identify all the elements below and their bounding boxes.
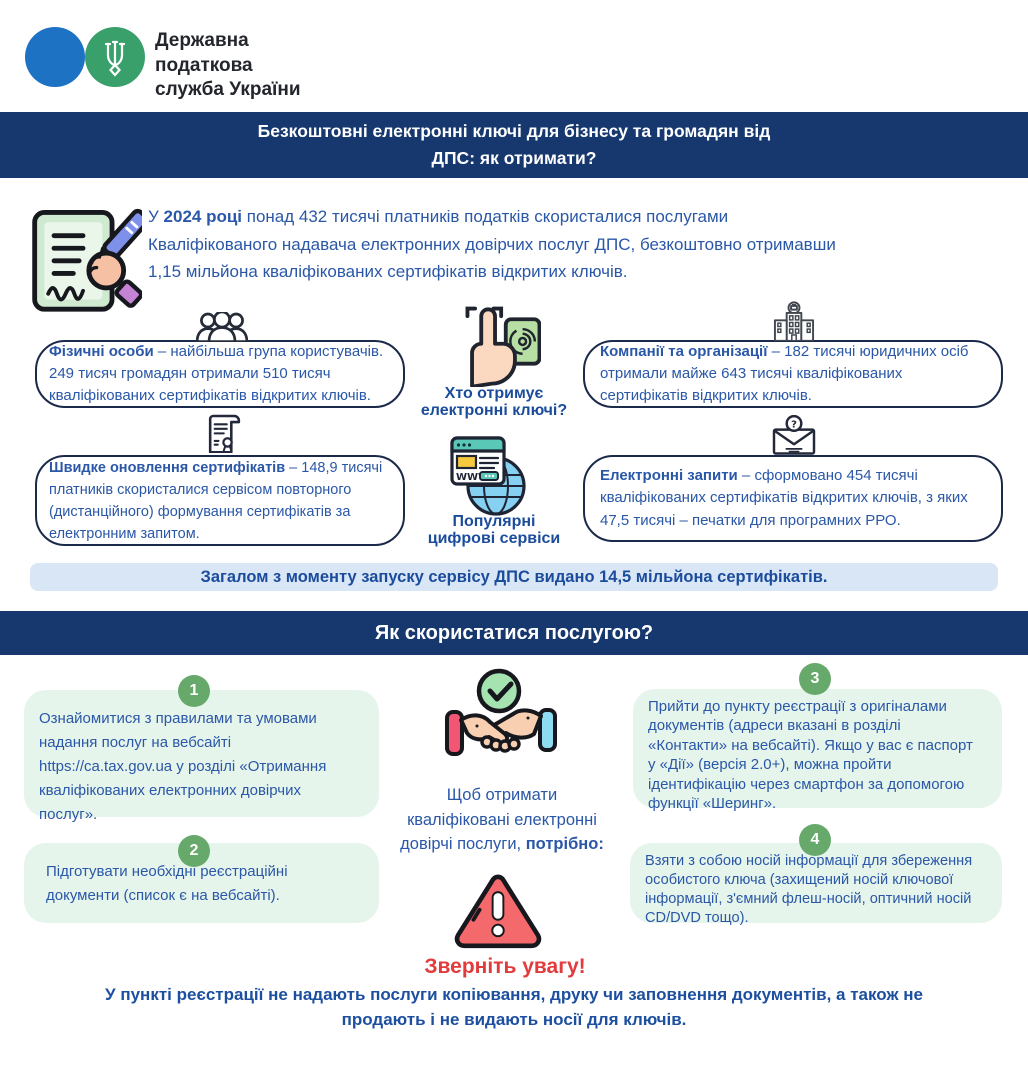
requests-rest: – сформовано 454 тисячі кваліфікованих с…	[600, 467, 968, 529]
handshake-icon	[445, 668, 557, 756]
requests-text: Електронні запити – сформовано 454 тисяч…	[597, 465, 968, 532]
signing-document-icon	[32, 208, 142, 312]
step-3-box: Прийти до пункту реєстрації з оригіналам…	[633, 689, 1002, 813]
fingerprint-touch-icon	[465, 306, 541, 387]
step-2-text: Підготувати необхідні реєстраційні докум…	[46, 863, 288, 904]
how-to-banner: Як скористатися послугою?	[0, 611, 1028, 655]
requests-lead: Електронні запити	[600, 467, 738, 485]
individuals-text: Фізичні особи – найбільша група користув…	[49, 341, 383, 408]
step-3-text: Прийти до пункту реєстрації з оригіналам…	[648, 698, 973, 813]
svg-text:WWW: WWW	[456, 472, 489, 483]
logo-circle-green	[85, 27, 145, 87]
step-4-text: Взяти з собою носій інформації для збере…	[645, 853, 973, 926]
people-group-icon	[196, 312, 248, 342]
step-1-box: Ознайомитися з правилами та умовами нада…	[24, 690, 379, 823]
individuals-box: Фізичні особи – найбільша група користув…	[35, 340, 405, 408]
intro-t1: У	[148, 207, 164, 226]
intro-paragraph: У 2024 році понад 432 тисячі платників п…	[148, 203, 1018, 286]
title-banner: Безкоштовні електронні ключі для бізнесу…	[0, 112, 1028, 178]
certificate-document-icon	[208, 414, 241, 453]
renewal-rest: – 148,9 тисячі платників скористалися се…	[49, 459, 383, 542]
companies-rest: – 182 тисячі юридичних осіб отримали май…	[600, 342, 969, 405]
renewal-text: Швидке оновлення сертифікатів – 148,9 ти…	[49, 457, 382, 545]
svg-text:?: ?	[791, 419, 797, 430]
who-label: Хто отримує електронні ключі?	[420, 385, 568, 419]
step-2-box: Підготувати необхідні реєстраційні докум…	[24, 843, 379, 923]
logo-circle-blue	[25, 27, 85, 87]
org-name: Державна податкова служба України	[155, 30, 301, 100]
individuals-rest: – найбільша група користувачів. 249 тися…	[49, 342, 384, 405]
how-to-note: Щоб отримати кваліфіковані електронні до…	[387, 783, 617, 857]
renewal-lead: Швидке оновлення сертифікатів	[49, 459, 286, 476]
attention-label: Зверніть увагу!	[424, 955, 586, 978]
intro-lead: 2024 році	[163, 207, 243, 226]
organization-building-icon	[773, 301, 815, 341]
companies-lead: Компанії та організації	[600, 342, 768, 360]
step-4-box: Взяти з собою носій інформації для збере…	[630, 843, 1002, 926]
web-services-globe-icon: WWW	[450, 436, 526, 516]
how-note-text: Щоб отримати кваліфіковані електронні до…	[400, 786, 597, 853]
trident-icon	[104, 40, 126, 77]
step-2-number: 2	[178, 835, 210, 867]
individuals-lead: Фізичні особи	[49, 342, 154, 360]
renewal-box: Швидке оновлення сертифікатів – 148,9 ти…	[35, 455, 405, 546]
services-label: Популярні цифрові сервіси	[427, 513, 561, 547]
warning-triangle-icon	[454, 874, 542, 949]
step-1-number: 1	[178, 675, 210, 707]
companies-box: Компанії та організації – 182 тисячі юри…	[583, 340, 1003, 408]
step-1-text: Ознайомитися з правилами та умовами нада…	[39, 710, 327, 823]
intro-rest: понад 432 тисячі платників податків скор…	[148, 207, 836, 281]
attention-paragraph: У пункті реєстрації не надають послуги к…	[105, 985, 923, 1029]
step-3-number: 3	[799, 663, 831, 695]
companies-text: Компанії та організації – 182 тисячі юри…	[597, 341, 969, 408]
email-request-icon: ?	[772, 415, 816, 455]
how-note-bold: потрібно:	[525, 835, 604, 853]
total-strip: Загалом з моменту запуску сервісу ДПС ви…	[30, 563, 998, 591]
step-4-number: 4	[799, 824, 831, 856]
requests-box: Електронні запити – сформовано 454 тисяч…	[583, 455, 1003, 542]
